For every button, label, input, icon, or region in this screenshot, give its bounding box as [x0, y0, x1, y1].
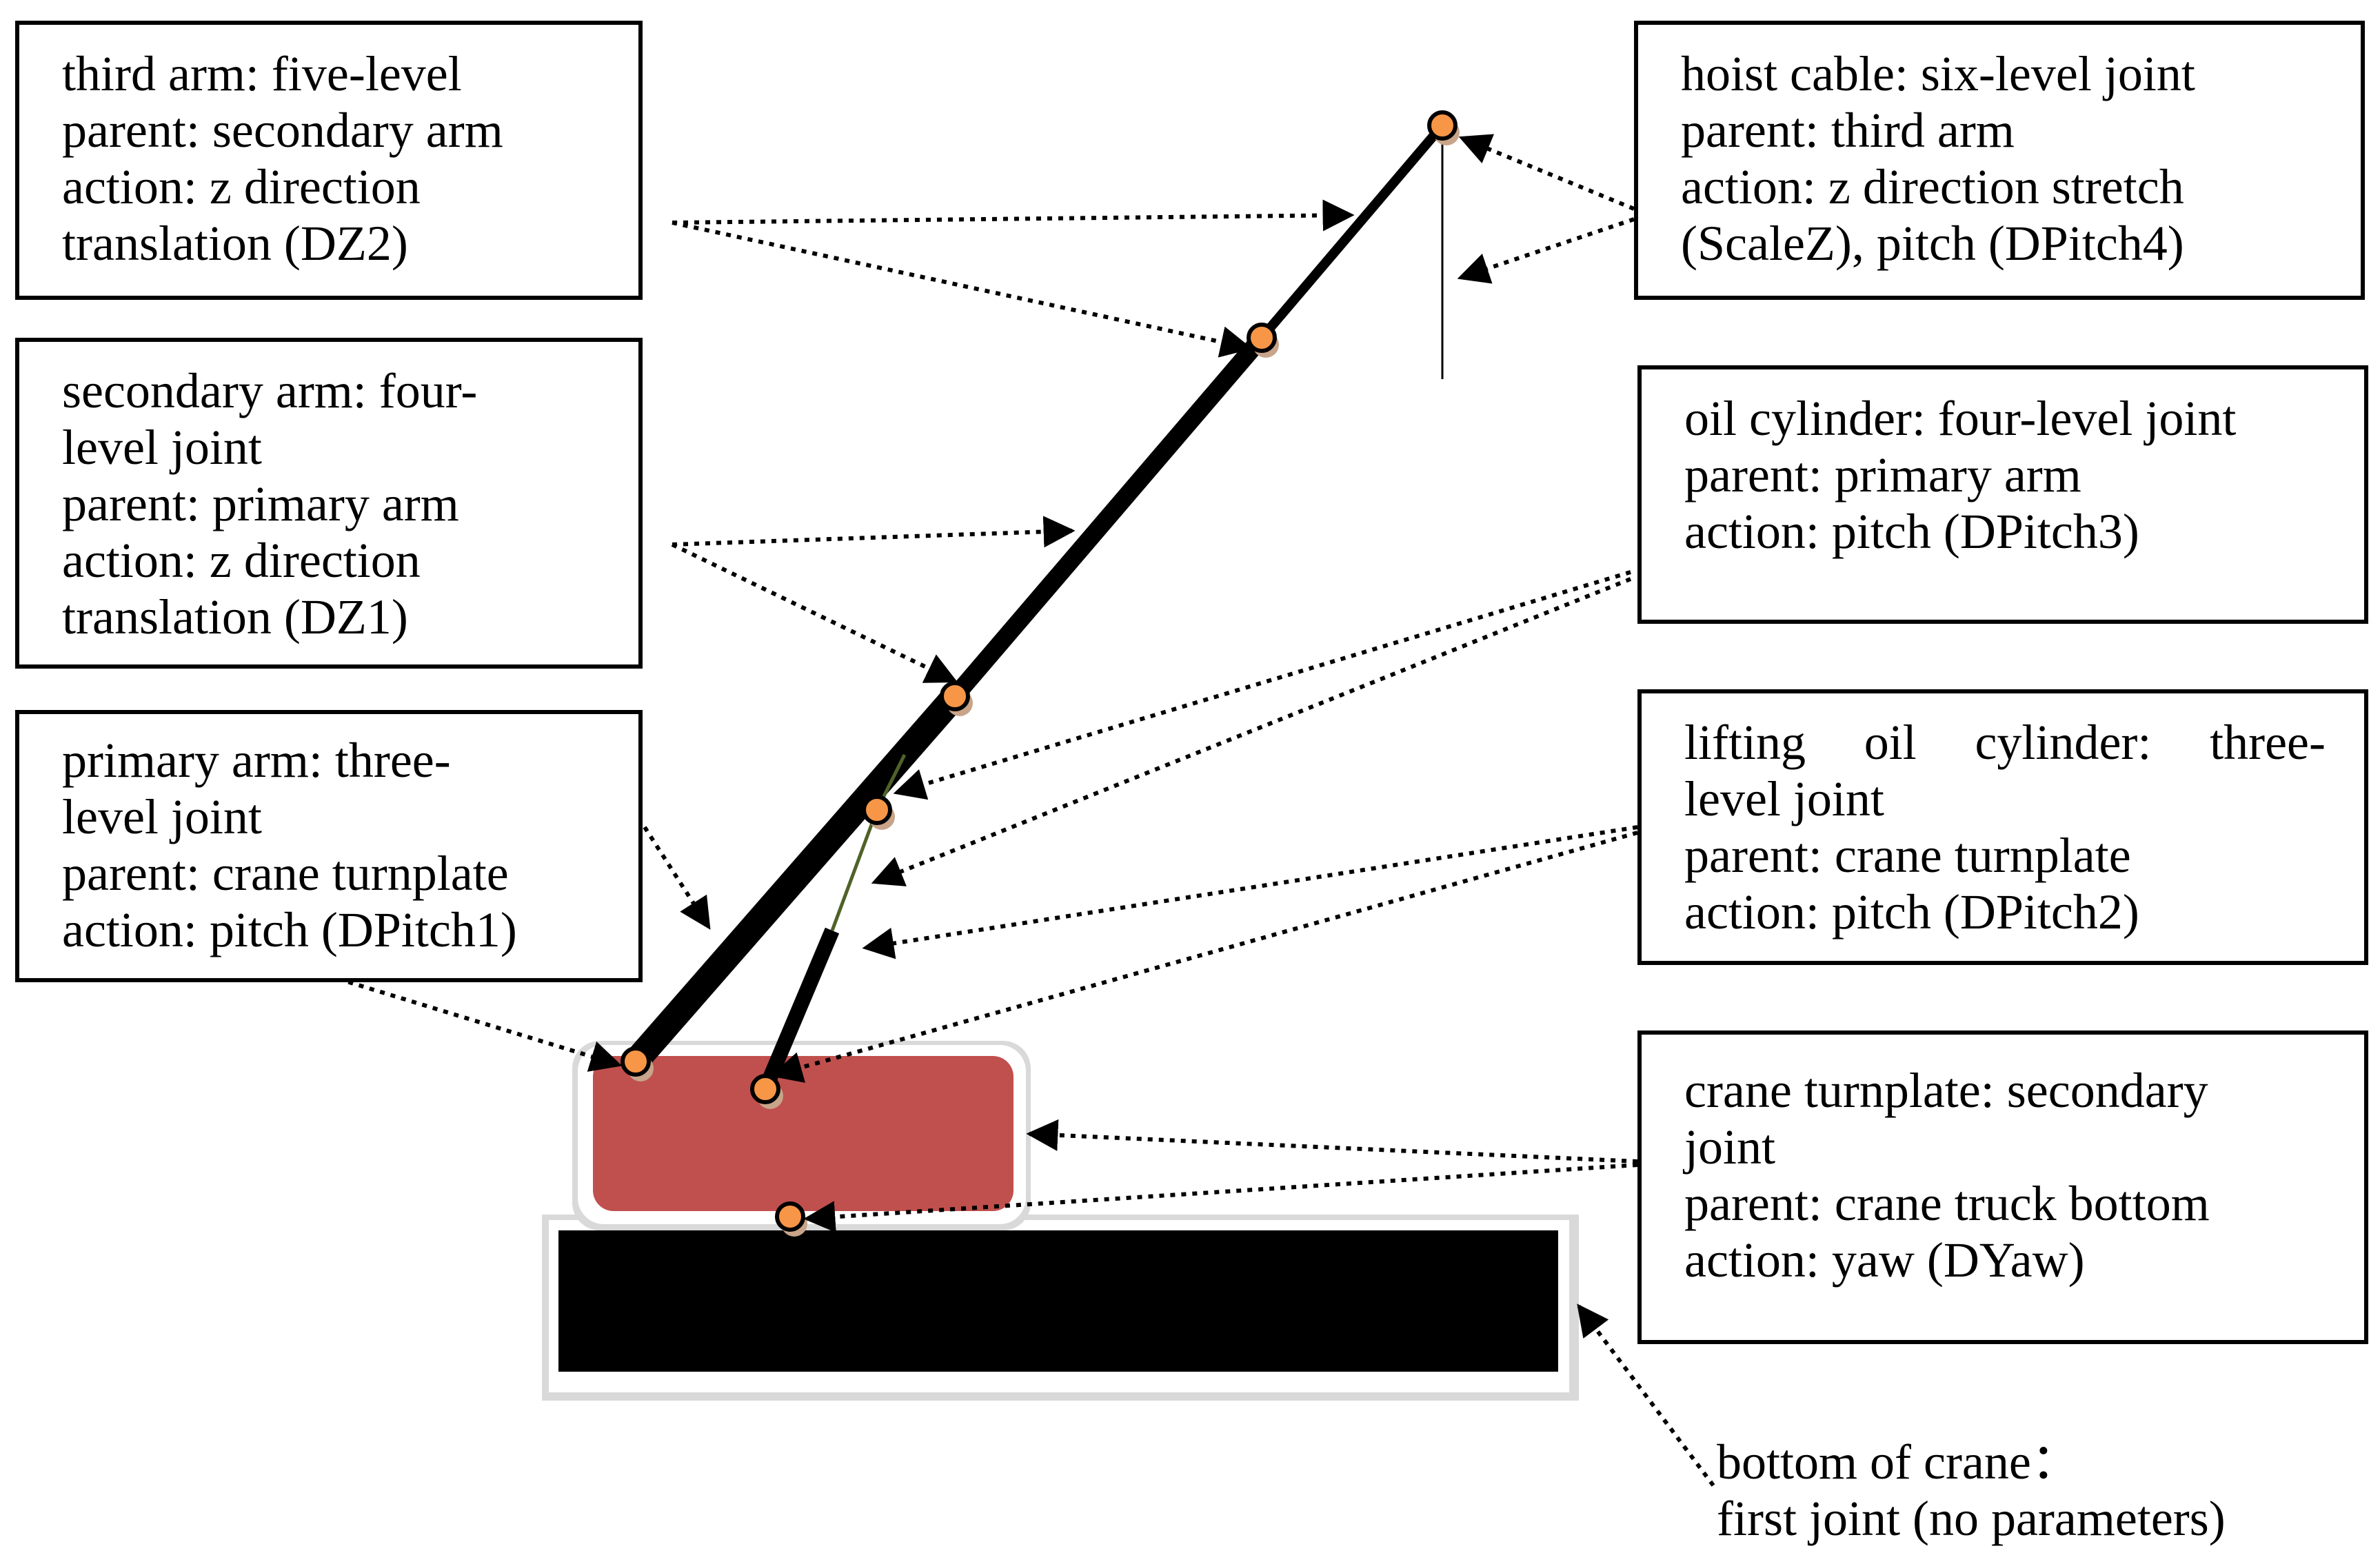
- label-line: parent: primary arm: [62, 476, 459, 531]
- label-hoist-cable: hoist cable: six-level joint parent: thi…: [1634, 21, 2365, 300]
- label-line: parent: secondary arm: [62, 103, 503, 158]
- label-line: action: pitch (DPitch2): [1684, 884, 2139, 940]
- crane-bottom: [542, 1215, 1579, 1401]
- label-line: crane turnplate: secondary: [1684, 1063, 2208, 1118]
- leader-arrows: [337, 134, 1715, 1487]
- label-line: oil cylinder: four-level joint: [1684, 391, 2237, 446]
- label-line: parent: primary arm: [1684, 447, 2081, 502]
- label-line: parent: crane turnplate: [1684, 828, 2131, 883]
- label-secondary-arm: secondary arm: four- level joint parent:…: [15, 338, 643, 669]
- label-line: parent: crane truck bottom: [1684, 1176, 2210, 1231]
- label-line: primary arm: three-: [62, 733, 451, 788]
- label-third-arm: third arm: five-level parent: secondary …: [15, 21, 643, 300]
- label-line: (ScaleZ), pitch (DPitch4): [1681, 216, 2184, 271]
- label-lifting-oil-cylinder: lifting oil cylinder: three- level joint…: [1637, 689, 2368, 965]
- label-line: third arm: five-level: [62, 46, 462, 101]
- crane-turnplate: [572, 1041, 1031, 1230]
- label-line: hoist cable: six-level joint: [1681, 46, 2195, 101]
- secondary-arm: [948, 332, 1269, 702]
- label-line: action: z direction: [62, 533, 421, 588]
- label-line: action: z direction stretch: [1681, 159, 2184, 214]
- label-line: secondary arm: four-: [62, 363, 478, 418]
- label-line: action: pitch (DPitch1): [62, 902, 517, 957]
- label-line: translation (DZ2): [62, 216, 408, 271]
- label-line: first joint (no parameters): [1717, 1491, 2226, 1546]
- label-line: action: yaw (DYaw): [1684, 1232, 2085, 1288]
- label-bottom-of-crane: bottom of crane： first joint (no paramet…: [1717, 1434, 2365, 1558]
- label-primary-arm: primary arm: three- level joint parent: …: [15, 710, 643, 982]
- label-line: bottom of crane：: [1717, 1434, 2081, 1490]
- label-line: joint: [1684, 1119, 1776, 1175]
- label-line: parent: third arm: [1681, 103, 2015, 158]
- label-oil-cylinder: oil cylinder: four-level joint parent: p…: [1637, 365, 2368, 624]
- label-line: level joint: [62, 789, 262, 844]
- label-line: level joint: [1684, 771, 1884, 826]
- third-arm: [1258, 122, 1446, 341]
- label-line: lifting oil cylinder: three-: [1684, 715, 2326, 770]
- cylinder-link: [830, 809, 879, 931]
- label-line: level joint: [62, 420, 262, 475]
- label-line: action: z direction: [62, 159, 421, 214]
- label-line: translation (DZ1): [62, 589, 408, 644]
- label-line: action: pitch (DPitch3): [1684, 504, 2139, 559]
- label-line: parent: crane turnplate: [62, 846, 509, 901]
- label-crane-turnplate: crane turnplate: secondary joint parent:…: [1637, 1030, 2368, 1344]
- turnplate-body: [593, 1056, 1013, 1211]
